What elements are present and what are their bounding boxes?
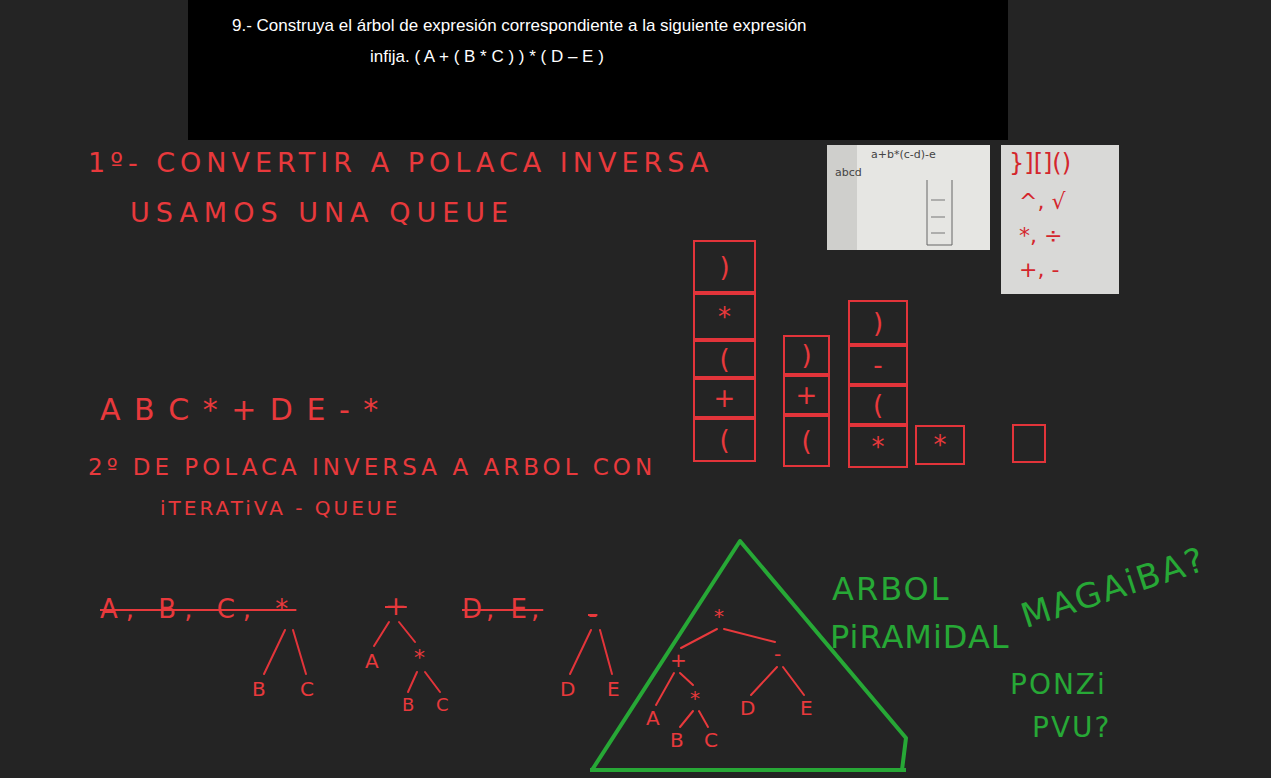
handwritten-label: USAMOS UNA QUEUE [130, 198, 514, 228]
sketch-stack [927, 180, 952, 245]
photo-text: abcd [835, 167, 862, 178]
photo-sketch [827, 145, 990, 250]
stack-cell: ) [848, 300, 908, 345]
tree-branch [724, 629, 775, 642]
tree-branch [699, 711, 708, 727]
photo-text: a+b*(c-d)-e [871, 149, 936, 160]
question-text: 9.- Construya el árbol de expresión corr… [232, 17, 807, 34]
handwritten-note: ARBOL [832, 572, 951, 607]
tree-symbol: * [690, 688, 700, 708]
stack-cell: ( [693, 418, 756, 462]
tree-symbol: - [774, 644, 781, 664]
branch-line [570, 630, 591, 674]
handwritten-label: A B C * + D E - * [100, 393, 380, 426]
stack-symbol: * [718, 304, 731, 330]
stack-cell: ) [783, 335, 830, 375]
tree-symbol: A [646, 708, 660, 728]
tree-branch [656, 673, 674, 705]
precedence-text: *, ÷ [1019, 225, 1062, 247]
tree-symbol: D [740, 698, 755, 718]
handwritten-label: B [402, 695, 414, 715]
handwritten-note: PONZi [1010, 670, 1107, 701]
stack-cell: ( [848, 385, 908, 425]
sketch-line [931, 217, 945, 218]
stack-cell: ( [693, 340, 756, 378]
handwritten-label: D [560, 678, 575, 700]
sketch-line [931, 233, 945, 234]
handwritten-label: * [414, 646, 425, 670]
photo-shade [827, 145, 857, 250]
tree-branch [680, 711, 693, 727]
tree-branch [751, 667, 777, 695]
stack-cell: * [693, 293, 756, 340]
question-banner: 9.- Construya el árbol de expresión corr… [188, 0, 1008, 140]
sketch-line [931, 200, 945, 201]
stack-symbol: ( [719, 427, 729, 453]
stack-symbol: ) [719, 254, 729, 280]
precedence-text: ^, √ [1019, 191, 1065, 213]
handwritten-label: A, B, C, * [100, 595, 296, 624]
stack-cell: + [693, 378, 756, 418]
whiteboard-photo: a+b*(c-d)-e abcd [827, 145, 990, 250]
tree-symbol: * [714, 606, 724, 626]
handwritten-label: 1º- CONVERTIR A POLACA INVERSA [88, 148, 713, 178]
handwritten-note: PiRAMiDAL [830, 620, 1010, 655]
branch-line [425, 672, 440, 692]
tree-branch [783, 667, 804, 695]
stack-symbol: * [872, 434, 885, 460]
stack-symbol: ( [801, 428, 811, 454]
stack-symbol: * [934, 432, 947, 458]
handwritten-note: PVU? [1032, 713, 1111, 744]
stack-symbol: ) [801, 342, 811, 368]
handwritten-label: - [588, 600, 597, 629]
triangle-base [590, 768, 906, 772]
tree-symbol: + [670, 650, 687, 670]
branch-line [293, 630, 306, 674]
precedence-photo: }][]() ^, √ *, ÷ +, - [1001, 145, 1119, 294]
tree-branch [681, 629, 717, 648]
stack-cell: * [848, 425, 908, 468]
branch-line [408, 672, 417, 692]
handwritten-label: 2º DE POLACA INVERSA A ARBOL CON [88, 455, 656, 480]
handwritten-label: C [300, 678, 314, 700]
stack-cell: ( [783, 415, 830, 467]
branch-line [374, 622, 389, 646]
precedence-text: }][]() [1009, 151, 1071, 175]
tree-branches [264, 622, 612, 692]
stack-cell: + [783, 375, 830, 415]
stack-cell: * [915, 425, 965, 465]
tree-symbol: C [704, 730, 718, 750]
branch-line [399, 622, 415, 642]
handwritten-label: C [436, 695, 449, 715]
question-text: infija. ( A + ( B * C ) ) * ( D – E ) [370, 48, 604, 65]
empty-stack [1013, 425, 1045, 462]
stack-symbol: - [873, 352, 882, 378]
stack-symbol: ( [873, 392, 883, 418]
tree-symbol: B [670, 730, 684, 750]
stack-symbol: ) [873, 310, 883, 336]
handwritten-label: A [365, 650, 379, 672]
branch-line [264, 630, 285, 674]
handwritten-label: + [385, 592, 407, 621]
handwritten-note: MAGAiBA? [1016, 541, 1210, 636]
tree-branch [680, 673, 693, 685]
stack-cell: ) [693, 240, 756, 293]
precedence-text: +, - [1019, 259, 1059, 281]
branch-line [600, 630, 612, 674]
stack-cell: - [848, 345, 908, 385]
tree-symbol: E [800, 698, 813, 718]
stack-symbol: + [796, 382, 818, 408]
stack-symbol: ( [719, 346, 729, 372]
handwritten-label: iTERATiVA - QUEUE [160, 497, 400, 519]
handwritten-label: D, E, [462, 595, 543, 624]
handwritten-label: E [607, 678, 620, 700]
stack-symbol: + [714, 385, 736, 411]
handwritten-label: B [252, 678, 266, 700]
